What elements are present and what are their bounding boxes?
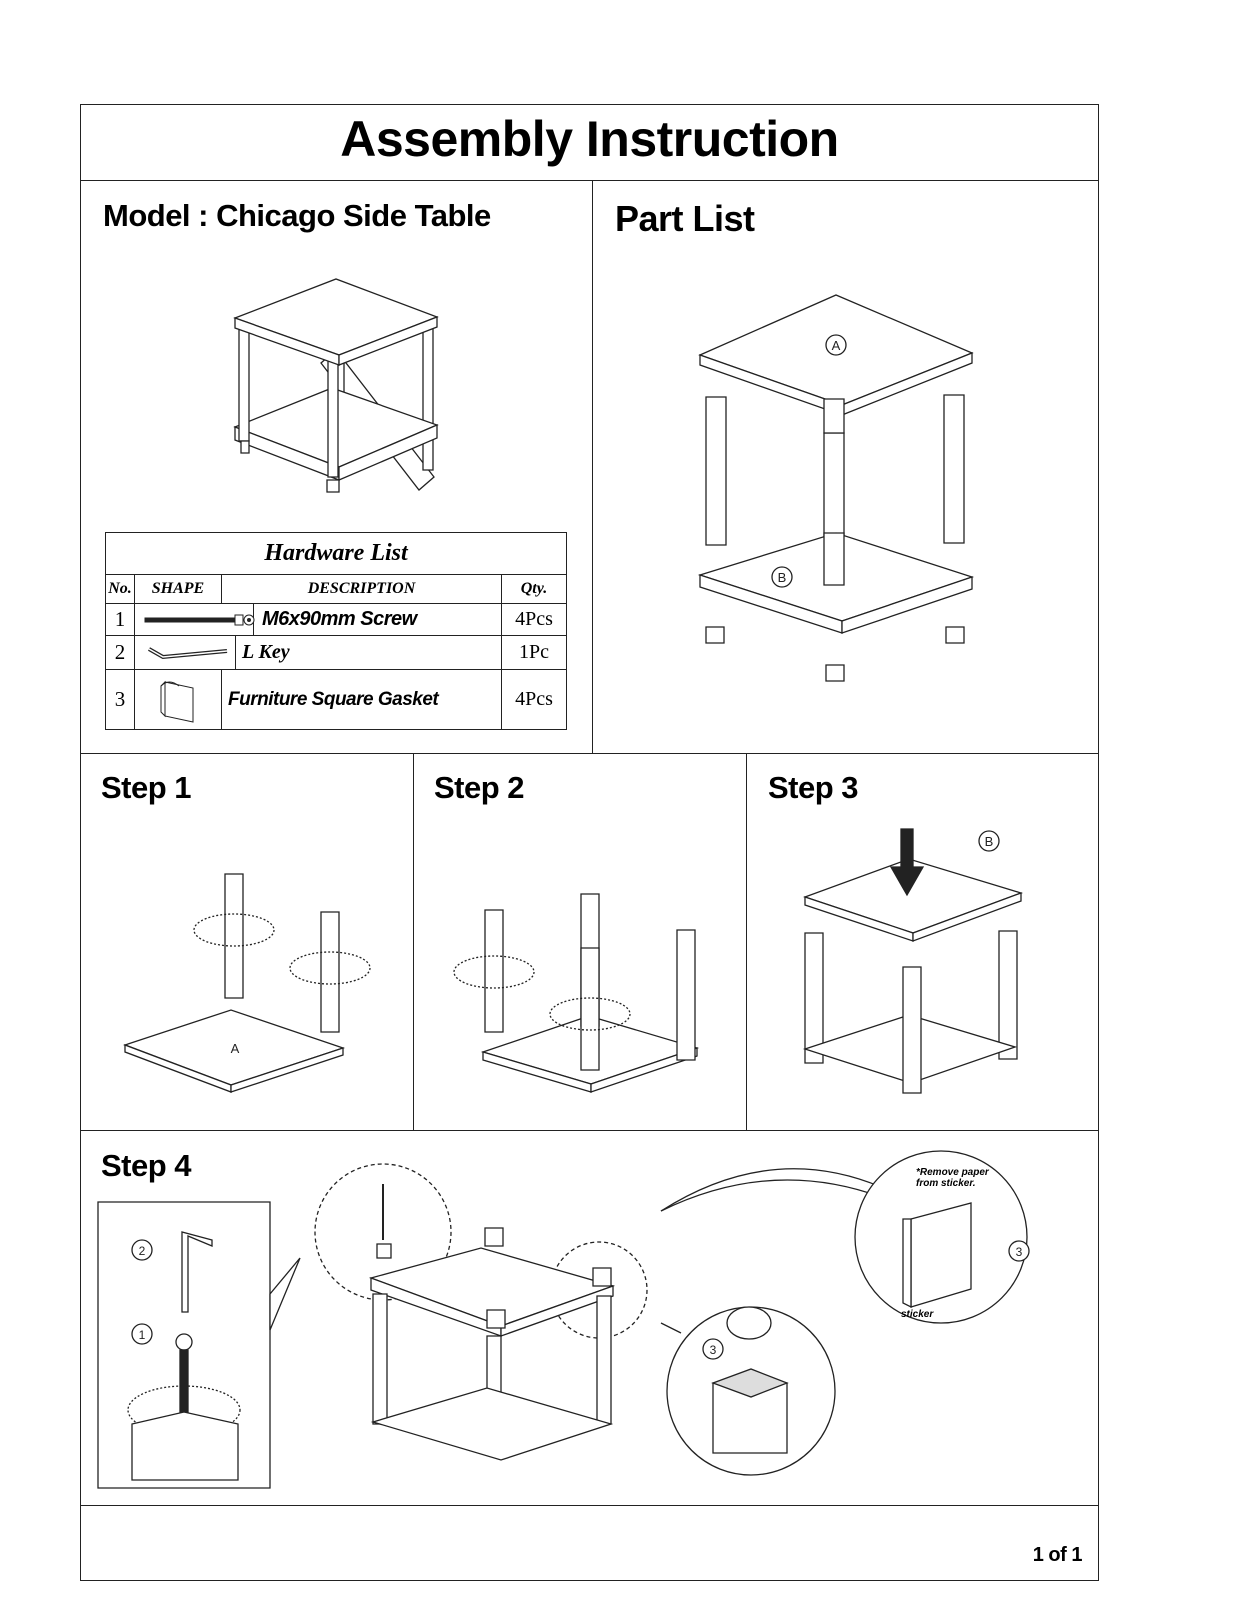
row-description: M6x90mm Screw — [262, 608, 417, 630]
divider — [81, 180, 1098, 181]
row-qty: 4Pcs — [501, 669, 567, 730]
step-4-sticker-detail: 3 3 — [651, 1147, 1061, 1477]
step-3-part-label: B — [985, 834, 994, 849]
divider — [81, 1505, 1098, 1506]
callout-3: 3 — [710, 1343, 717, 1357]
step-4-table-illustration — [311, 1160, 651, 1460]
table-row: 2 L Key 1Pc — [105, 635, 567, 670]
step-3-heading: Step 3 — [768, 770, 859, 805]
row-description: Furniture Square Gasket — [221, 669, 502, 730]
divider — [81, 1130, 1098, 1131]
row-description: L Key — [242, 641, 290, 663]
divider — [746, 753, 747, 1130]
row-no: 1 — [105, 603, 135, 636]
page-number: 1 of 1 — [1032, 1544, 1083, 1566]
sticker-label: sticker — [901, 1309, 934, 1320]
parts-exploded-illustration: A B — [696, 295, 976, 695]
part-b-label: B — [778, 570, 787, 585]
gasket-icon — [135, 672, 221, 728]
step-2-illustration — [453, 890, 703, 1100]
row-qty: 1Pc — [501, 635, 567, 670]
part-a-label: A — [832, 338, 841, 353]
svg-text:A: A — [231, 1041, 240, 1056]
divider — [413, 753, 414, 1130]
step-4-heading: Step 4 — [101, 1148, 192, 1183]
row-qty: 4Pcs — [501, 603, 567, 636]
column-header-shape: SHAPE — [134, 574, 222, 604]
hardware-list-title: Hardware List — [105, 532, 567, 575]
hardware-list-table: Hardware List No. SHAPE DESCRIPTION Qty.… — [105, 532, 567, 730]
column-header-qty: Qty. — [501, 574, 567, 604]
l-key-icon — [135, 641, 235, 665]
row-no: 3 — [105, 669, 135, 730]
table-row: 1 M6x90mm Screw 4Pcs — [105, 603, 567, 636]
model-heading: Model : Chicago Side Table — [103, 198, 491, 233]
step-2-heading: Step 2 — [434, 770, 525, 805]
column-header-no: No. — [105, 574, 135, 604]
divider — [592, 180, 593, 753]
instruction-sheet: Assembly Instruction Model : Chicago Sid… — [80, 104, 1099, 1581]
column-header-description: DESCRIPTION — [221, 574, 502, 604]
callout-1: 1 — [139, 1328, 146, 1342]
step-3-illustration: B — [803, 827, 1033, 1097]
row-no: 2 — [105, 635, 135, 670]
step-4-screw-detail: 2 1 — [96, 1200, 386, 1490]
screw-icon — [135, 610, 253, 630]
callout-3: 3 — [1016, 1245, 1023, 1259]
step-1-heading: Step 1 — [101, 770, 192, 805]
step-1-illustration: A — [121, 870, 351, 1090]
table-illustration — [231, 275, 441, 495]
part-list-heading: Part List — [615, 198, 755, 239]
table-row: 3 Furniture Square Gasket 4Pcs — [105, 669, 567, 730]
callout-2: 2 — [139, 1244, 146, 1258]
page-title: Assembly Instruction — [340, 111, 839, 167]
divider — [81, 753, 1098, 754]
